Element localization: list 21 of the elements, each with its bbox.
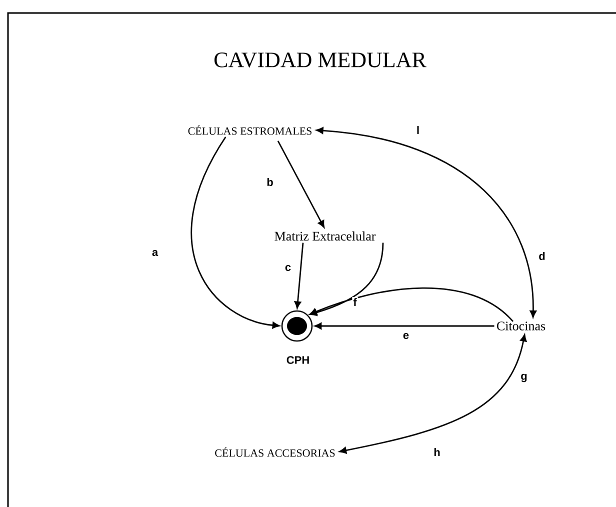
arrow — [277, 140, 325, 228]
matrix-label: Matriz Extracelular — [274, 231, 376, 241]
cytokine-label: Citocinas — [496, 322, 546, 330]
edge-letter: h — [434, 448, 440, 456]
arrow — [310, 287, 514, 322]
edge-label: d — [538, 250, 546, 262]
edge-label: f — [352, 297, 358, 307]
title: CAVIDAD MEDULAR — [214, 52, 426, 68]
edge-label: a — [150, 249, 160, 258]
edge-label: b — [266, 176, 274, 188]
cell-label: CÉLULAS ESTROMALES — [188, 125, 312, 135]
arrow — [190, 136, 280, 329]
arrow — [314, 322, 494, 330]
arrow — [316, 127, 537, 318]
cell-label: CÉLULAS ACCESORIAS — [215, 447, 335, 457]
arrow — [339, 334, 527, 454]
arrow — [294, 242, 304, 309]
edge-letter: l — [417, 126, 419, 134]
edge-label: e — [402, 332, 410, 340]
edge-label: c — [284, 264, 292, 272]
edge-label: g — [520, 372, 528, 384]
